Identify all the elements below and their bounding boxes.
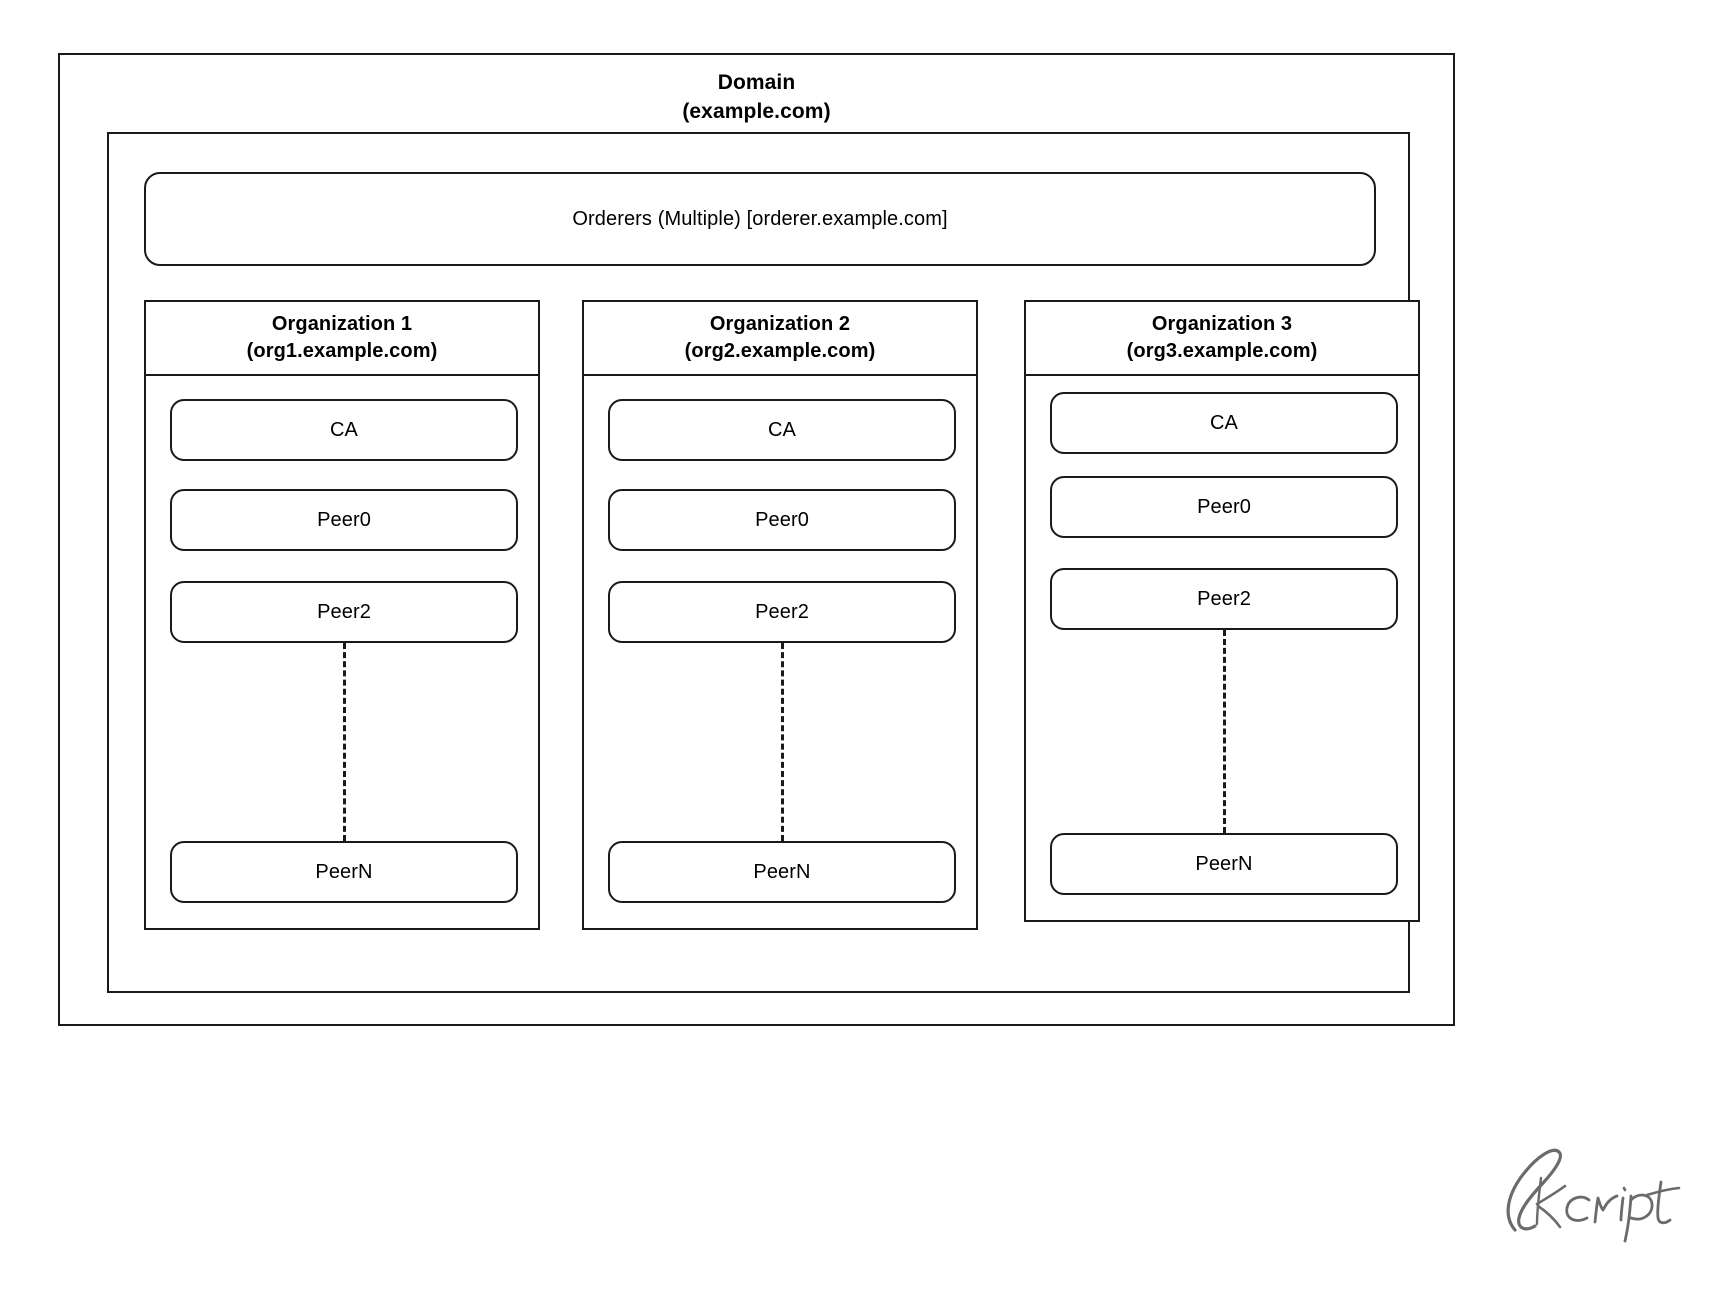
node-label-ca-org3: CA: [1210, 411, 1238, 434]
node-box-ca-org1[interactable]: CA: [170, 399, 518, 461]
node-label-peer0-org3: Peer0: [1197, 495, 1251, 518]
node-box-peer2-org2[interactable]: Peer2: [608, 581, 956, 643]
node-box-ca-org3[interactable]: CA: [1050, 392, 1398, 454]
organization-domain-2: (org2.example.com): [684, 340, 876, 362]
node-box-ca-org2[interactable]: CA: [608, 399, 956, 461]
node-label-peern-org2: PeerN: [753, 860, 811, 883]
node-label-peer0-org1: Peer0: [317, 508, 371, 531]
node-label-peer2-org1: Peer2: [317, 600, 371, 623]
node-label-peer0-org2: Peer0: [755, 508, 809, 531]
domain-title-line: Domain: [717, 71, 796, 94]
node-box-peer2-org1[interactable]: Peer2: [170, 581, 518, 643]
node-label-peern-org1: PeerN: [315, 860, 373, 883]
node-box-peer0-org2[interactable]: Peer0: [608, 489, 956, 551]
skcript-signature-logo: [1497, 1138, 1697, 1248]
organization-name-3: Organization 3: [1151, 313, 1293, 335]
node-label-peer2-org2: Peer2: [755, 600, 809, 623]
node-box-peern-org2[interactable]: PeerN: [608, 841, 956, 903]
peer-continuation-connector-2: [781, 643, 784, 841]
peer-continuation-connector-1: [343, 643, 346, 841]
node-label-ca-org2: CA: [768, 418, 796, 441]
node-box-peern-org3[interactable]: PeerN: [1050, 833, 1398, 895]
organization-box-3[interactable]: Organization 3 (org3.example.com) CA Pee…: [1024, 300, 1420, 922]
orderers-box[interactable]: Orderers (Multiple) [orderer.example.com…: [144, 172, 1376, 266]
organizations-row: Organization 1 (org1.example.com) CA Pee…: [144, 300, 1420, 935]
peer-continuation-connector-3: [1223, 630, 1226, 833]
organization-box-2[interactable]: Organization 2 (org2.example.com) CA Pee…: [582, 300, 978, 930]
network-frame: Orderers (Multiple) [orderer.example.com…: [107, 132, 1420, 993]
organization-body-2: CA Peer0 Peer2 PeerN: [584, 376, 976, 928]
node-box-peer0-org3[interactable]: Peer0: [1050, 476, 1398, 538]
node-label-peer2-org3: Peer2: [1197, 587, 1251, 610]
domain-title: Domain (example.com): [60, 68, 1453, 126]
organization-header-3: Organization 3 (org3.example.com): [1026, 302, 1418, 376]
organization-name-1: Organization 1: [271, 313, 413, 335]
organization-domain-3: (org3.example.com): [1126, 340, 1318, 362]
orderers-label: Orderers (Multiple) [orderer.example.com…: [572, 207, 948, 230]
organization-body-1: CA Peer0 Peer2 PeerN: [146, 376, 538, 928]
organization-name-2: Organization 2: [709, 313, 851, 335]
node-box-peern-org1[interactable]: PeerN: [170, 841, 518, 903]
node-label-peern-org3: PeerN: [1195, 852, 1253, 875]
organization-box-1[interactable]: Organization 1 (org1.example.com) CA Pee…: [144, 300, 540, 930]
domain-frame: Domain (example.com) Orderers (Multiple)…: [58, 53, 1455, 1026]
organization-header-2: Organization 2 (org2.example.com): [584, 302, 976, 376]
organization-header-1: Organization 1 (org1.example.com): [146, 302, 538, 376]
node-label-ca-org1: CA: [330, 418, 358, 441]
domain-subtitle-line: (example.com): [682, 100, 831, 123]
organization-body-3: CA Peer0 Peer2 PeerN: [1026, 376, 1418, 920]
organization-domain-1: (org1.example.com): [246, 340, 438, 362]
node-box-peer0-org1[interactable]: Peer0: [170, 489, 518, 551]
node-box-peer2-org3[interactable]: Peer2: [1050, 568, 1398, 630]
